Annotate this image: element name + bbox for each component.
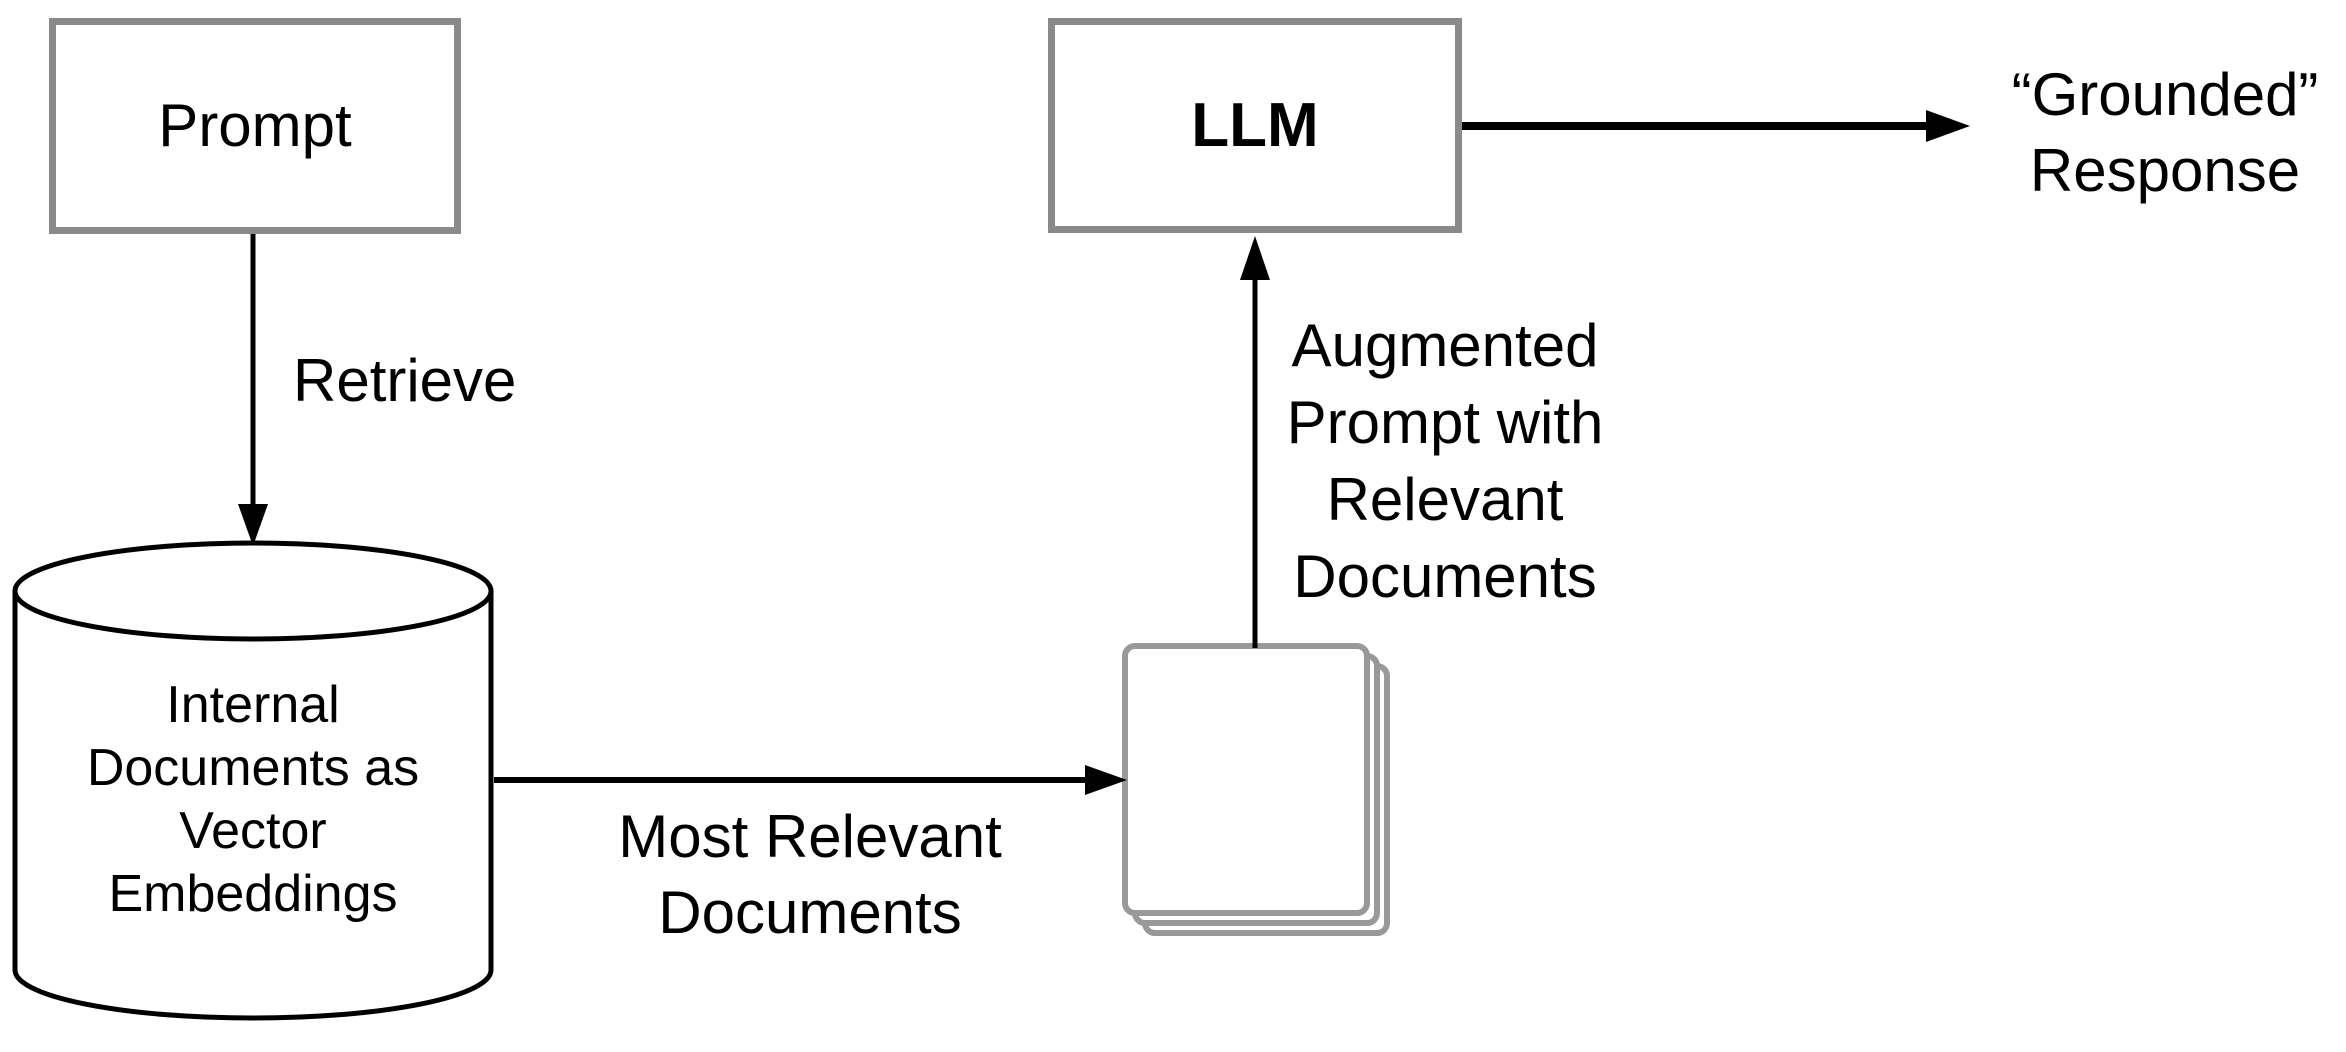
cylinder-body: [12, 591, 494, 1021]
cylinder-top-ellipse: [12, 540, 494, 642]
prompt-node: Prompt: [49, 18, 461, 234]
most-relevant-arrow-head: [1085, 765, 1127, 795]
most-relevant-edge-label: Most Relevant Documents: [618, 803, 1002, 946]
retrieve-arrow-head: [238, 504, 268, 546]
llm-node-label: LLM: [1191, 90, 1319, 160]
vector-db-label: Internal Documents as Vector Embeddings: [86, 676, 420, 923]
grounded-response-label: “Grounded” Response: [2011, 61, 2319, 204]
augmented-prompt-arrow-head: [1240, 236, 1270, 280]
augmented-prompt-arrow: [1240, 236, 1270, 648]
response-arrow-head: [1926, 110, 1970, 142]
llm-node: LLM: [1048, 18, 1462, 233]
retrieve-edge-label: Retrieve: [293, 347, 517, 414]
documents-stack: [1122, 643, 1390, 936]
document-page-front: [1122, 643, 1370, 916]
most-relevant-arrow: [494, 765, 1127, 795]
response-arrow: [1462, 110, 1970, 142]
augmented-prompt-edge-label: Augmented Prompt with Relevant Documents: [1286, 312, 1604, 610]
prompt-node-label: Prompt: [158, 92, 352, 159]
retrieve-arrow: [238, 234, 268, 546]
